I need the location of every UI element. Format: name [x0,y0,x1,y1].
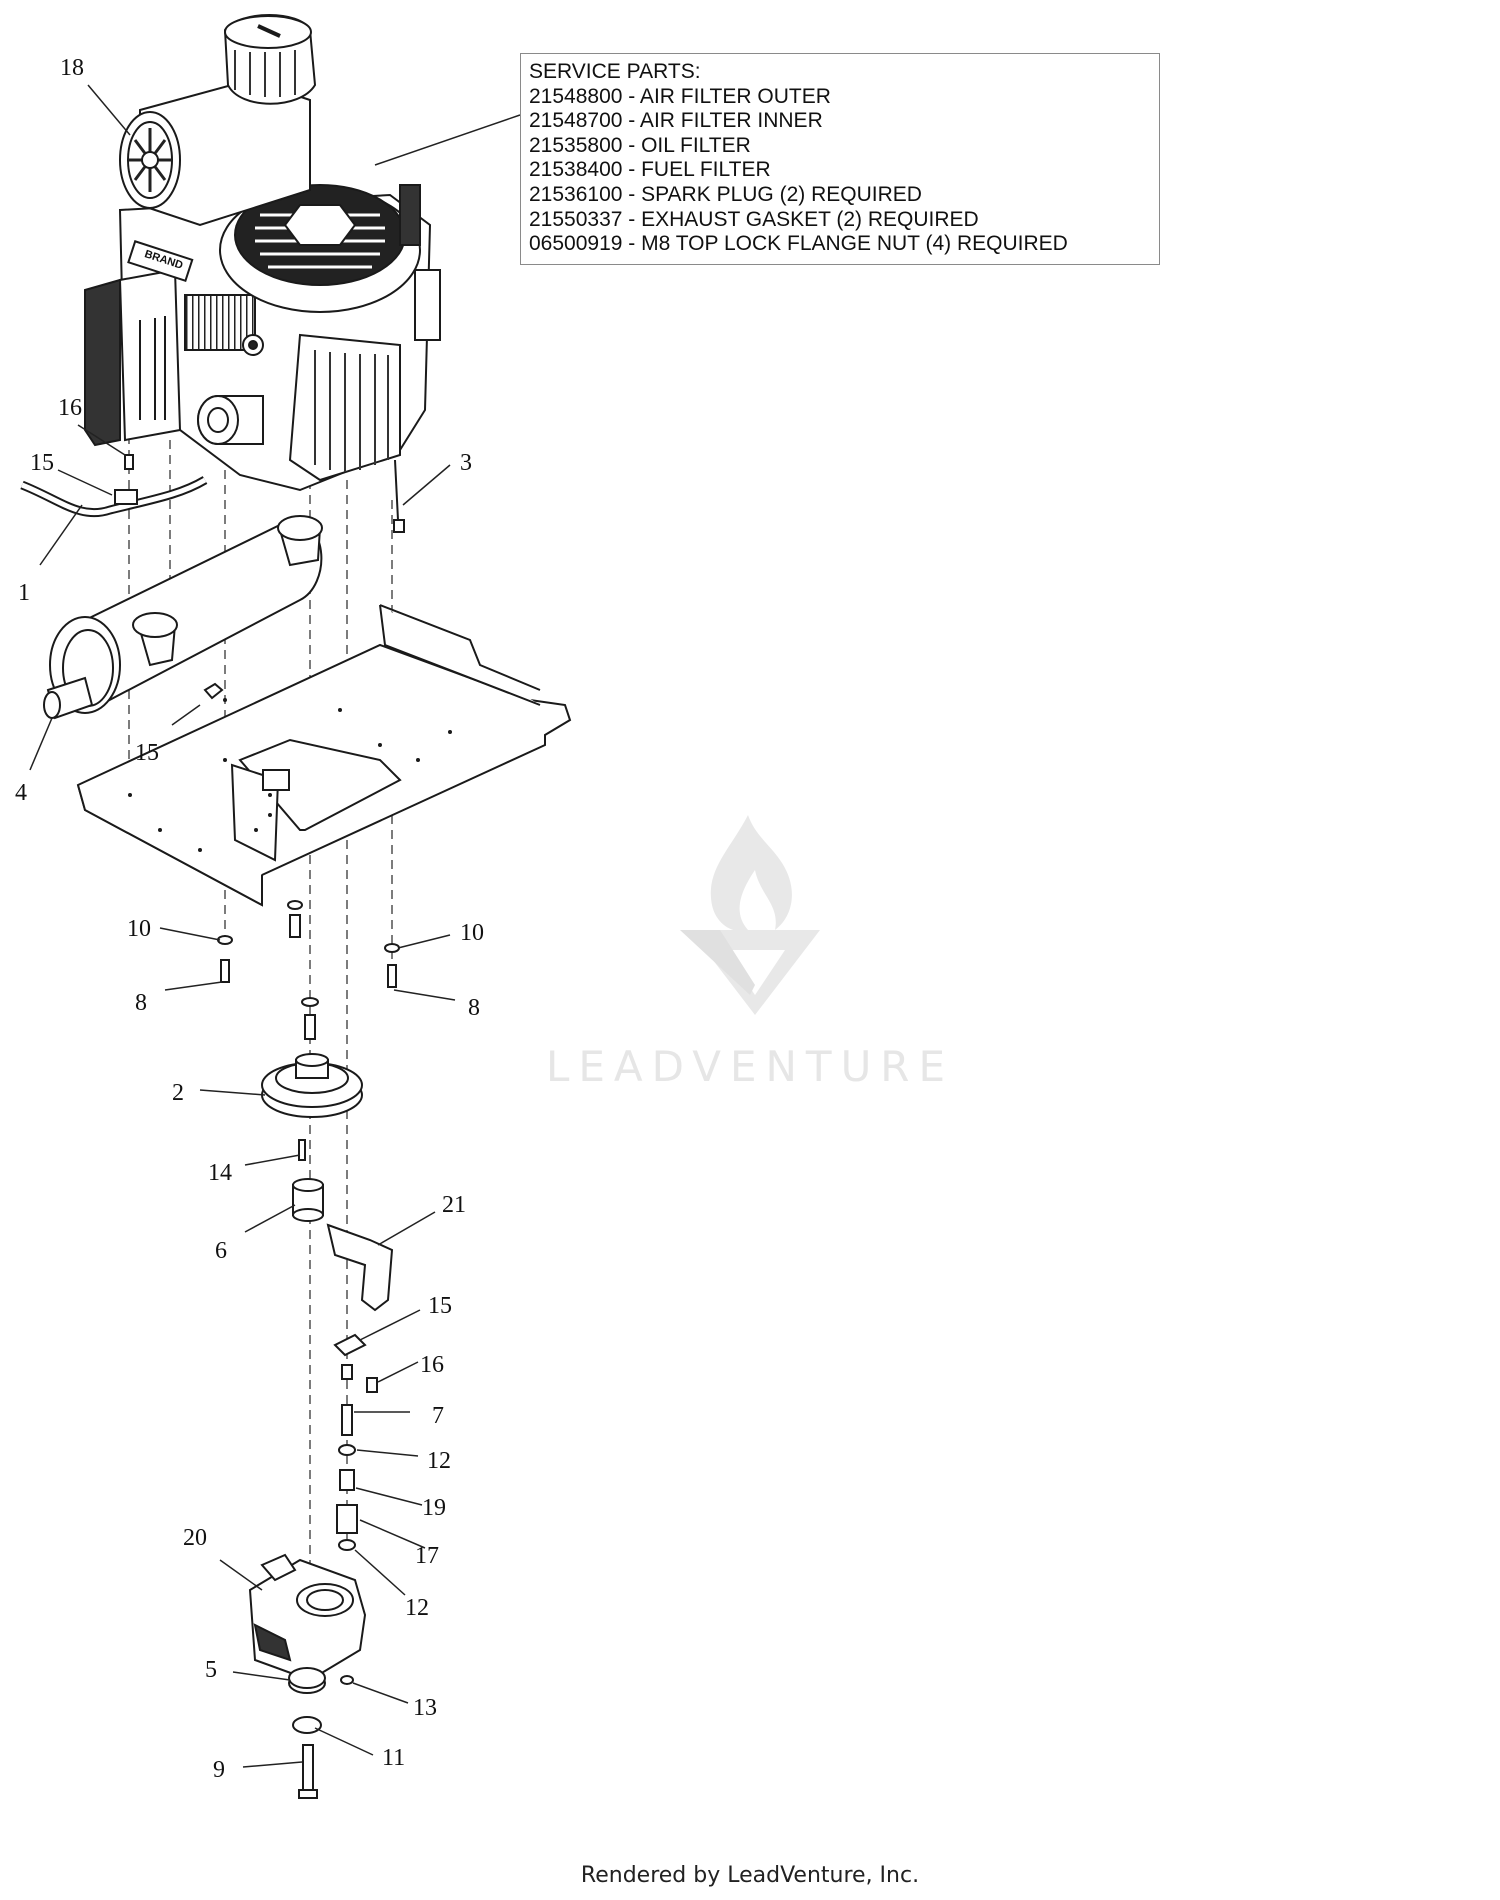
callout-16: 16 [58,395,82,421]
service-part-item: 21538400 - FUEL FILTER [529,158,771,182]
footer-credit: Rendered by LeadVenture, Inc. [580,1863,920,1888]
service-part-item: 06500919 - M8 TOP LOCK FLANGE NUT (4) RE… [529,232,1068,256]
callout-15: 15 [30,450,54,476]
callout-12: 12 [427,1448,451,1474]
callout-3: 3 [460,450,472,476]
callout-10: 10 [127,916,151,942]
callout-18: 18 [60,55,84,81]
callout-15: 15 [428,1293,452,1319]
service-part-item: 21535800 - OIL FILTER [529,133,751,157]
service-part-item: 21536100 - SPARK PLUG (2) REQUIRED [529,182,922,206]
callout-6: 6 [215,1238,227,1264]
service-part-item: 21548700 - AIR FILTER INNER [529,109,823,133]
callout-5: 5 [205,1657,217,1683]
service-parts-heading: SERVICE PARTS: [529,60,701,83]
callout-17: 17 [415,1543,439,1569]
service-parts-box: SERVICE PARTS: 21548800 - AIR FILTER OUT… [520,53,1160,265]
callout-21: 21 [442,1192,466,1218]
dipstick [393,459,405,533]
callout-4: 4 [15,780,27,806]
service-part-item: 21550337 - EXHAUST GASKET (2) REQUIRED [529,207,979,231]
lower-hardware [217,900,400,1799]
engine-mount-frame [76,604,572,907]
service-part-item: 21548800 - AIR FILTER OUTER [529,84,831,108]
callout-8: 8 [135,990,147,1016]
callout-8: 8 [468,995,480,1021]
muffler [43,515,323,720]
engine-assembly [84,14,441,492]
callout-12: 12 [405,1595,429,1621]
callout-14: 14 [208,1160,232,1186]
callout-11: 11 [382,1745,405,1771]
callout-15: 15 [135,740,159,766]
callout-1: 1 [18,580,30,606]
callout-9: 9 [213,1757,225,1783]
fuel-line [20,454,208,518]
callout-10: 10 [460,920,484,946]
callout-19: 19 [422,1495,446,1521]
callout-13: 13 [413,1695,437,1721]
callouts: 18 16 15 1 3 4 15 10 8 10 8 2 14 6 21 15… [15,55,484,1783]
callout-7: 7 [432,1403,444,1429]
callout-20: 20 [183,1525,207,1551]
callout-2: 2 [172,1080,184,1106]
leader-lines [29,84,521,1768]
callout-16: 16 [420,1352,444,1378]
